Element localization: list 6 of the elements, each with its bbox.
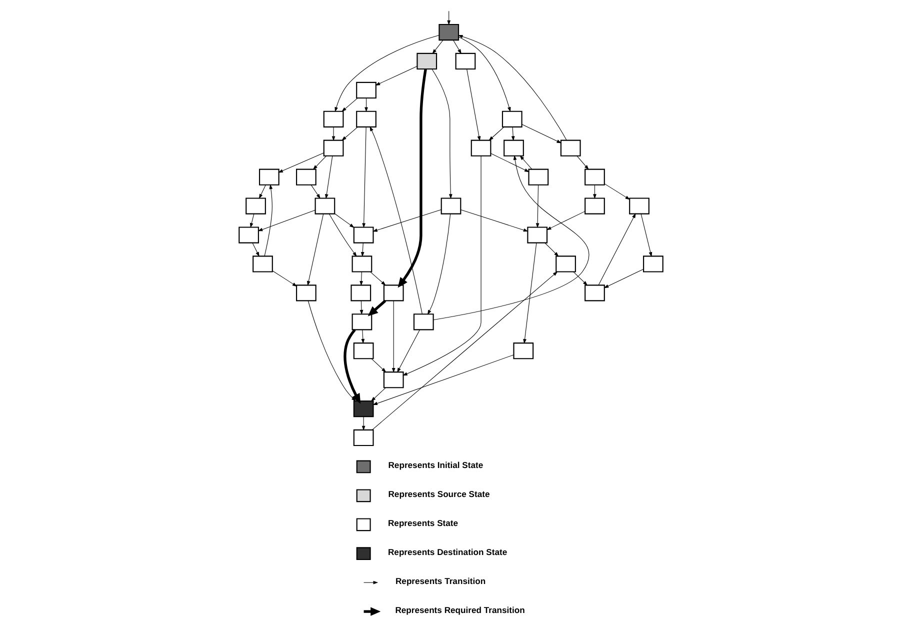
legend-label: Represents Destination State <box>387 547 507 558</box>
legend-label: Represents Initial State <box>388 460 483 470</box>
legend-label: Represents Required Transition <box>394 605 524 616</box>
legend-label: Represents Transition <box>394 576 486 586</box>
legend-label: Represents State <box>387 518 458 528</box>
legend-label: Represents Source State <box>388 489 490 500</box>
